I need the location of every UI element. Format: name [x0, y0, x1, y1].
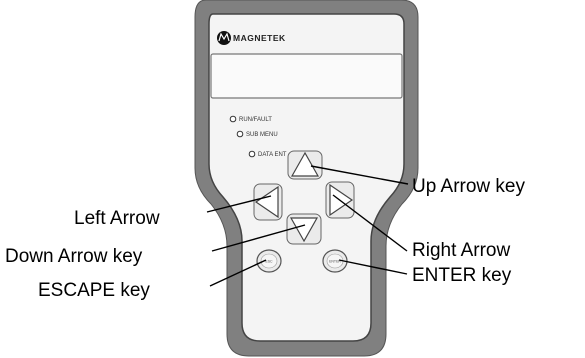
led-indicator [248, 150, 256, 158]
led-run-fault: RUN/FAULT [229, 115, 272, 123]
magnetek-logo: MAGNETEK [217, 31, 286, 45]
enter-key[interactable]: ENTER [322, 249, 348, 273]
left-arrow-icon [254, 185, 279, 219]
leader-line-left-arrow [206, 195, 272, 213]
led-label: RUN/FAULT [239, 117, 272, 123]
lcd-display [210, 53, 403, 99]
left-arrow-key[interactable] [253, 183, 283, 221]
up-arrow-icon [290, 151, 320, 177]
callout-up-arrow: Up Arrow key [412, 176, 525, 197]
brand-name: MAGNETEK [233, 33, 286, 43]
led-data-ent: DATA ENT [248, 150, 287, 158]
leader-line-right-arrow [332, 194, 408, 252]
led-sub-menu: SUB MENU [236, 130, 278, 138]
callout-left-arrow: Left Arrow [74, 208, 160, 229]
callout-down-arrow: Down Arrow key [5, 246, 143, 267]
enter-key-label: ENTER [329, 260, 341, 264]
callout-enter: ENTER key [412, 265, 512, 286]
callout-escape: ESCAPE key [38, 280, 150, 301]
led-label: DATA ENT [258, 152, 287, 158]
leader-line-up-arrow [310, 165, 409, 185]
leader-line-down-arrow [211, 224, 306, 252]
escape-key[interactable]: ESC [256, 249, 282, 273]
down-arrow-icon [289, 217, 319, 243]
led-label: SUB MENU [246, 132, 278, 138]
leader-line-enter [338, 259, 408, 275]
escape-key-label: ESC [265, 260, 273, 264]
up-arrow-key[interactable] [287, 150, 323, 180]
callout-right-arrow: Right Arrow [412, 240, 510, 261]
leader-line-escape [209, 259, 267, 287]
right-arrow-icon [329, 183, 354, 217]
led-indicator [229, 115, 237, 123]
led-indicator [236, 130, 244, 138]
down-arrow-key[interactable] [286, 213, 322, 245]
